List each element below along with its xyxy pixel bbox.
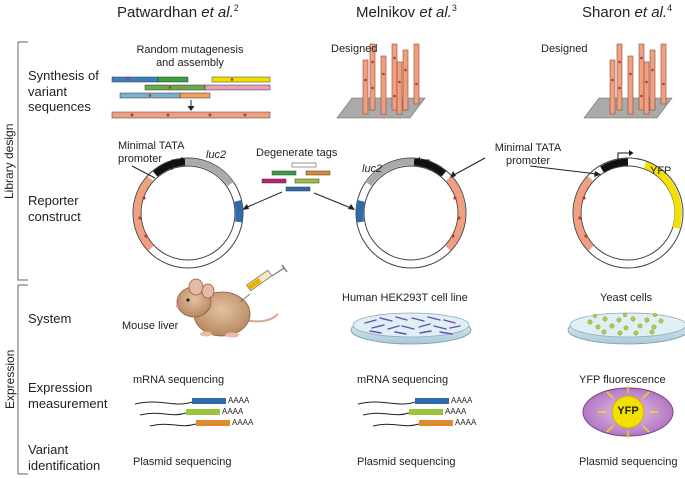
label-designed-3: Designed [541, 43, 588, 55]
label-yfp-gene: YFP [650, 165, 672, 177]
library-design-bracket [17, 41, 28, 281]
yeast-dish-illustration [567, 312, 685, 345]
polya-tail: AAAA [451, 396, 473, 405]
label-mouse-liver: Mouse liver [122, 320, 179, 332]
section-label-library-design: Library design [2, 123, 16, 199]
mouse-illustration [176, 278, 279, 338]
degenerate-tags [261, 162, 331, 192]
hek-dish-illustration [350, 312, 472, 345]
designed-array-3 [583, 43, 673, 119]
label-mrna-seq-1: mRNA sequencing [133, 374, 225, 386]
expression-bracket [17, 284, 28, 475]
section-label-expression: Expression [3, 349, 17, 409]
column-header-melnikov: Melnikov et al.3 [356, 3, 457, 21]
label-plasmid-seq-2: Plasmid sequencing [357, 456, 456, 468]
polya-tail: AAAA [455, 418, 477, 427]
polya-tail: AAAA [228, 396, 250, 405]
label-designed-2: Designed [331, 43, 378, 55]
designed-array-2 [336, 43, 426, 119]
yfp-cell-illustration [582, 386, 674, 438]
mutagenesis-fragments [111, 76, 271, 119]
reporter-arrows [131, 157, 598, 209]
label-plasmid-seq-1: Plasmid sequencing [133, 456, 232, 468]
label-hek-cells: Human HEK293T cell line [342, 292, 468, 304]
label-luc2-1: luc2 [206, 149, 227, 161]
plasmid-1 [132, 157, 244, 269]
label-mrna-seq-2: mRNA sequencing [357, 374, 449, 386]
row-label-system: System [28, 311, 72, 326]
syringe-icon [239, 264, 288, 303]
label-plasmid-seq-3: Plasmid sequencing [579, 456, 678, 468]
polya-tail: AAAA [222, 407, 244, 416]
plasmid-3 [572, 150, 684, 269]
column-header-sharon: Sharon et al.4 [582, 3, 673, 21]
reporter-arrowheads [242, 171, 601, 210]
label-luc2-2: luc2 [362, 163, 383, 175]
polya-tail: AAAA [232, 418, 254, 427]
mrna-reads-2 [357, 398, 453, 427]
label-degenerate-tags: Degenerate tags [256, 147, 338, 159]
mrna-reads-1 [134, 398, 230, 427]
label-yeast-cells: Yeast cells [600, 292, 653, 304]
column-header-patwardhan: Patwardhan et al.2 [117, 3, 239, 21]
plasmid-2 [355, 157, 467, 269]
label-yfp-cell: YFP [617, 405, 639, 417]
label-yfp-fluorescence: YFP fluorescence [579, 374, 666, 386]
polya-tail: AAAA [445, 407, 467, 416]
